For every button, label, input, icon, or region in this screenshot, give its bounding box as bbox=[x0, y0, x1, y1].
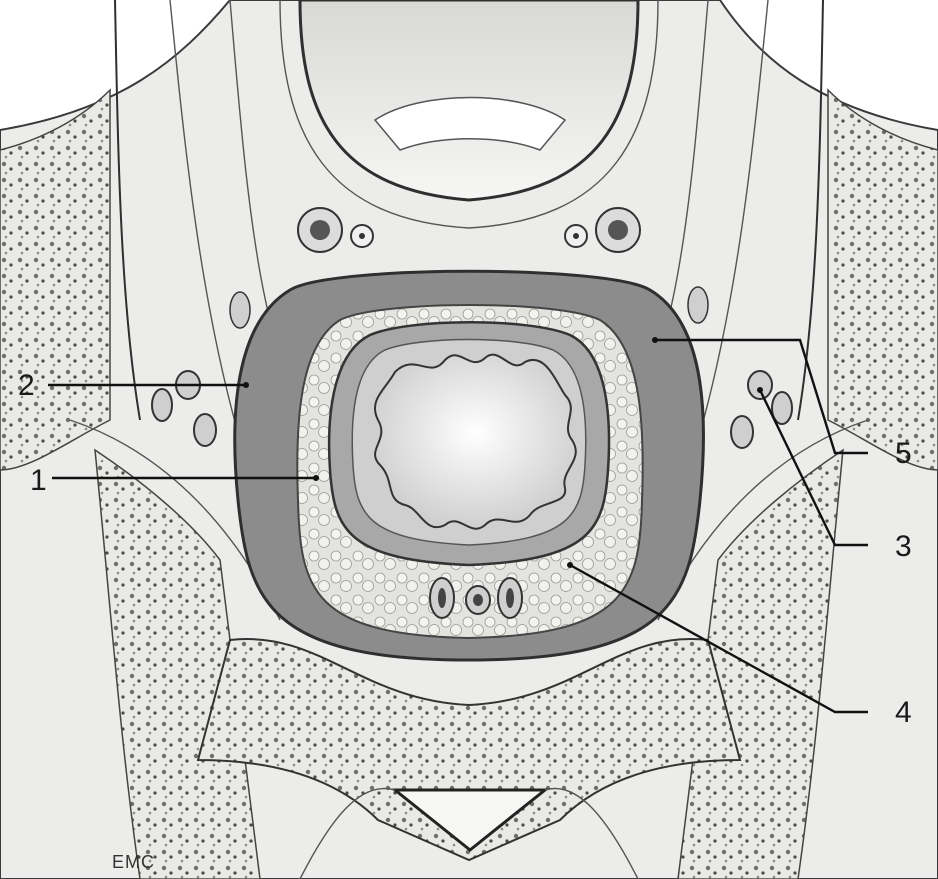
label-1: 1 bbox=[30, 464, 47, 497]
label-4: 4 bbox=[895, 696, 912, 729]
label-3: 3 bbox=[895, 530, 912, 563]
rectal-lumen bbox=[375, 355, 576, 529]
label-5: 5 bbox=[895, 437, 912, 470]
label-2: 2 bbox=[18, 369, 35, 402]
signature-mark: EMC bbox=[112, 852, 155, 872]
